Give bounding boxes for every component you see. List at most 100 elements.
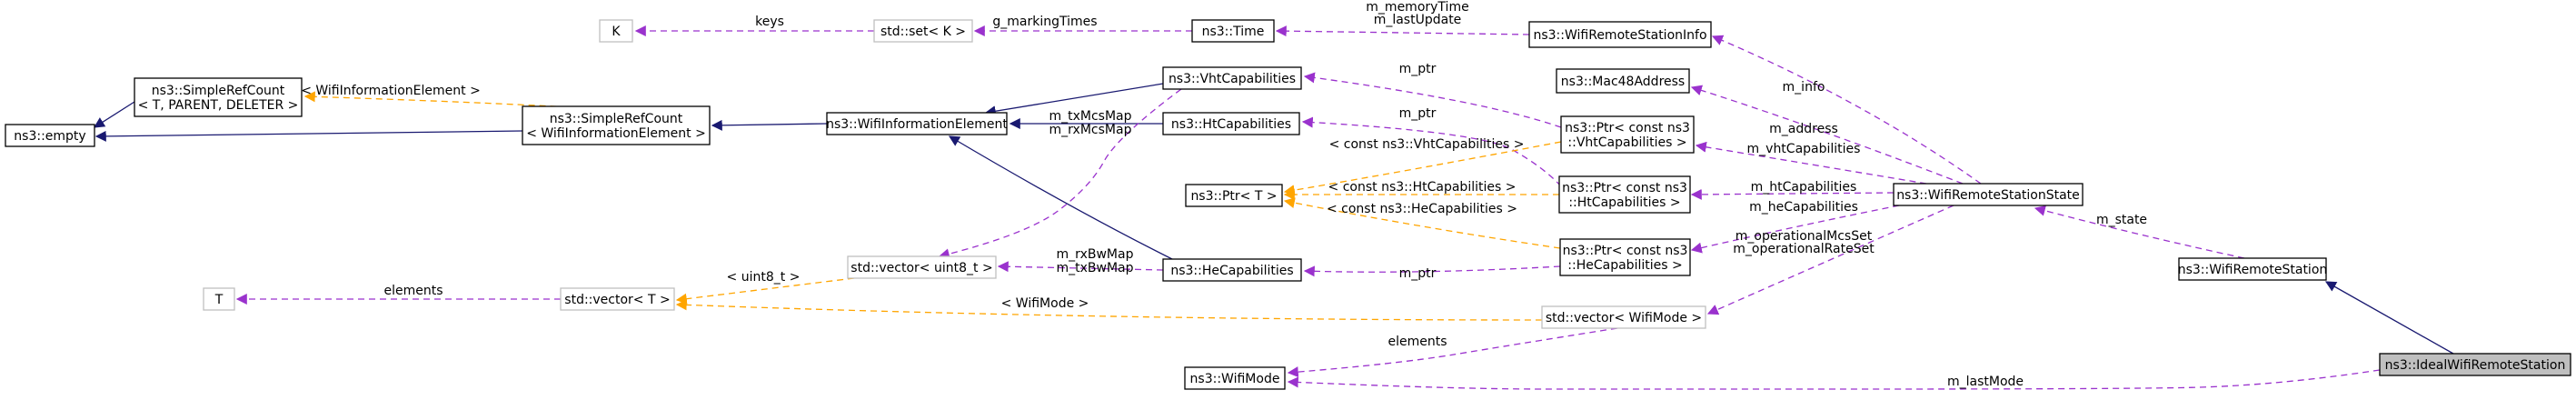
class-box (1559, 238, 1691, 276)
class-node-vecu8[interactable]: std::vector< uint8_t > (847, 255, 997, 279)
class-node-ptrvht[interactable]: ns3::Ptr< const ns3::VhtCapabilities > (1560, 115, 1695, 154)
edge-e-ideal-wrs (2324, 281, 2454, 355)
edge-label: elements (383, 284, 443, 298)
class-node-src2[interactable]: ns3::SimpleRefCount< WifiInformationElem… (522, 105, 711, 145)
class-name-line: ns3::HtCapabilities (1171, 117, 1291, 132)
class-box (5, 124, 95, 147)
edge-line (1690, 205, 1900, 254)
edge-e-wrss-ptrhe: m_heCapabilities (1690, 200, 1900, 254)
edge-label: m_operationalMcsSet (1736, 229, 1873, 244)
class-name-line: < WifiInformationElement > (526, 126, 706, 141)
edge-label: < WifiInformationElement > (301, 84, 481, 98)
edge-e-vecu8-vecT: < uint8_t > (675, 270, 855, 305)
class-box (560, 287, 675, 311)
class-name-line: K (612, 25, 621, 39)
class-name-line: ns3::WifiRemoteStationState (1896, 188, 2080, 203)
edge-line (675, 277, 855, 305)
class-name-line: ns3::SimpleRefCount (152, 84, 285, 98)
edge-e-ptrhe-ptrT: < const ns3::HeCapabilities > (1283, 197, 1561, 249)
class-name-line: ns3::WifiMode (1190, 372, 1280, 386)
edge-line (1287, 327, 1618, 378)
edge-line (1287, 369, 2381, 390)
edge-line (1283, 197, 1561, 249)
class-node-he[interactable]: ns3::HeCapabilities (1162, 258, 1302, 282)
class-node-ht[interactable]: ns3::HtCapabilities (1162, 112, 1300, 135)
edge-label: m_txBwMap (1056, 261, 1133, 275)
class-node-vecT[interactable]: std::vector< T > (560, 287, 675, 311)
class-node-vecmode[interactable]: std::vector< WifiMode > (1541, 305, 1706, 329)
edge-line (2034, 205, 2245, 259)
class-name-line: ns3::Ptr< const ns3 (1565, 121, 1690, 135)
edge-e-he-wie (948, 135, 1173, 260)
edge-line (938, 88, 1182, 260)
edge-label: < const ns3::HtCapabilities > (1328, 180, 1517, 195)
class-node-empty[interactable]: ns3::empty (5, 124, 95, 147)
class-name-line: ns3::HeCapabilities (1170, 264, 1293, 278)
class-node-time[interactable]: ns3::Time (1191, 19, 1275, 43)
edge-label: m_ptr (1399, 106, 1437, 121)
class-name-line: ns3::IdealWifiRemoteStation (2385, 358, 2566, 373)
class-node-wrsi[interactable]: ns3::WifiRemoteStationInfo (1528, 21, 1712, 48)
class-name-line: ::HtCapabilities > (1568, 195, 1680, 210)
edge-e-ptrhe-he: m_ptr (1303, 265, 1561, 281)
class-box (2178, 257, 2327, 281)
edge-e-wrss-wrsi: m_info (1711, 35, 1982, 185)
class-box (1560, 115, 1695, 154)
edge-line (94, 130, 523, 142)
class-node-ptrhe[interactable]: ns3::Ptr< const ns3::HeCapabilities > (1559, 238, 1691, 276)
class-node-wrss[interactable]: ns3::WifiRemoteStationState (1893, 183, 2084, 206)
class-box (873, 19, 973, 43)
class-name-line: ::VhtCapabilities > (1567, 135, 1686, 150)
class-name-line: ns3::Time (1202, 25, 1265, 39)
edge-label: m_txMcsMap (1049, 109, 1131, 124)
edge-label: m_state (2096, 213, 2147, 227)
class-node-wie[interactable]: ns3::WifiInformationElement (826, 112, 1008, 135)
class-node-T[interactable]: T (203, 287, 235, 311)
class-name-line: ns3::WifiRemoteStation (2178, 263, 2328, 277)
class-node-wrs[interactable]: ns3::WifiRemoteStation (2178, 257, 2328, 281)
edge-line (984, 83, 1164, 117)
class-node-mac48[interactable]: ns3::Mac48Address (1556, 68, 1690, 94)
class-node-ptrT[interactable]: ns3::Ptr< T > (1185, 184, 1283, 207)
class-box (1185, 184, 1283, 207)
class-node-src1[interactable]: ns3::SimpleRefCount< T, PARENT, DELETER … (134, 77, 303, 117)
class-name-line: ns3::Ptr< const ns3 (1562, 181, 1687, 195)
edge-e-wrs-wrss: m_state (2034, 205, 2245, 259)
edge-label: m_ptr (1399, 62, 1437, 76)
edge-label: m_htCapabilities (1751, 180, 1857, 195)
edge-line (1275, 25, 1530, 37)
class-box (522, 105, 711, 145)
class-box (826, 112, 1008, 135)
edge-e-wie-src2 (711, 119, 828, 131)
class-node-K[interactable]: K (599, 19, 633, 43)
class-name-line: std::vector< uint8_t > (850, 261, 992, 275)
edge-label: m_rxMcsMap (1049, 123, 1132, 137)
edge-label: m_rxBwMap (1057, 247, 1134, 262)
edge-e-src2-empty (94, 130, 523, 142)
class-node-wifimode[interactable]: ns3::WifiMode (1184, 366, 1286, 390)
class-name-line: ns3::SimpleRefCount (550, 112, 683, 126)
class-node-set[interactable]: std::set< K > (873, 19, 973, 43)
edge-e-vecmode-vecT: < WifiMode > (675, 296, 1543, 321)
class-name-line: ns3::empty (14, 129, 85, 144)
class-box (1556, 68, 1690, 94)
class-name-line: T (214, 293, 224, 307)
class-name-line: ns3::Ptr< const ns3 (1563, 244, 1688, 258)
edge-label: m_info (1783, 80, 1825, 95)
class-node-ptrht[interactable]: ns3::Ptr< const ns3::HtCapabilities > (1558, 175, 1691, 214)
edge-e-vecmode-wifimode: elements (1287, 327, 1618, 378)
class-node-vht[interactable]: ns3::VhtCapabilities (1162, 66, 1302, 90)
edge-line (1690, 85, 1964, 185)
class-name-line: ns3::WifiInformationElement (826, 117, 1008, 132)
class-box (1162, 66, 1302, 90)
class-name-line: ns3::Ptr< T > (1190, 189, 1277, 204)
class-box (2379, 353, 2571, 376)
class-node-ideal[interactable]: ns3::IdealWifiRemoteStation (2379, 353, 2571, 376)
edge-label: m_operationalRateSet (1733, 242, 1875, 256)
edge-line (997, 261, 1164, 273)
edge-line (1706, 205, 1954, 315)
